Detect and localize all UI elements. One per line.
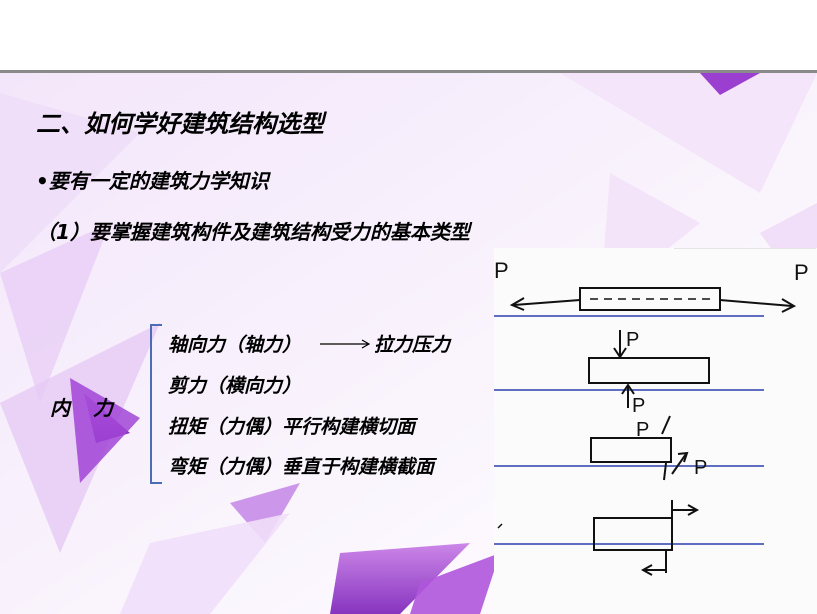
bending-moment-item: 弯矩（力偶）垂直于构建横截面 bbox=[168, 456, 435, 478]
force-sketch-drawing: P P P P P P bbox=[494, 248, 816, 576]
shear-bottom-label: P bbox=[632, 395, 645, 417]
hand-sketch-image: P P P P P P bbox=[494, 248, 817, 614]
bullet-point: •要有一定的建筑力学知识 bbox=[36, 169, 269, 193]
axial-left-label: P bbox=[494, 258, 509, 283]
header-band bbox=[0, 0, 817, 70]
slide-title: 二、如何学好建筑结构选型 bbox=[36, 110, 324, 138]
arrow-right-icon bbox=[320, 339, 371, 349]
sub-heading: （1）要掌握建筑构件及建筑结构受力的基本类型 bbox=[36, 220, 470, 244]
shear-force-item: 剪力（横向力） bbox=[168, 375, 302, 397]
brace bbox=[150, 324, 162, 484]
axial-force-result: 拉力压力 bbox=[374, 334, 451, 356]
torsion-top-label: P bbox=[636, 419, 649, 441]
shear-top-label: P bbox=[626, 329, 639, 351]
axial-right-label: P bbox=[794, 260, 809, 285]
internal-force-label: 内 力 bbox=[50, 396, 121, 420]
header-rule bbox=[0, 70, 817, 73]
torsion-right-label: P bbox=[694, 457, 707, 479]
torsion-item: 扭矩（力偶）平行构建横切面 bbox=[168, 416, 416, 438]
axial-force-item: 轴向力（轴力） bbox=[168, 334, 302, 356]
